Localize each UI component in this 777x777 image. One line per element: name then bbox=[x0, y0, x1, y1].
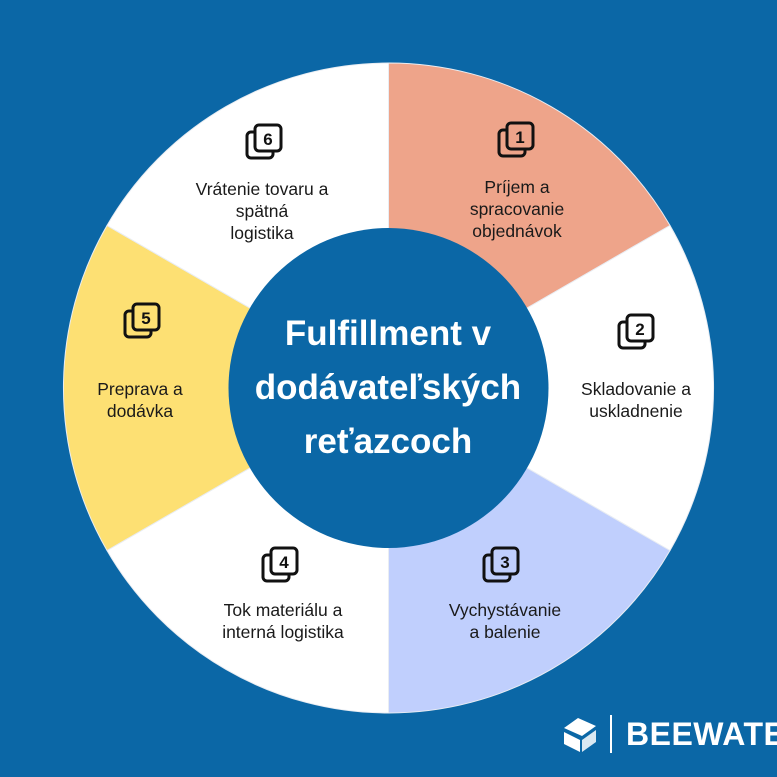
center-title-line-1: Fulfillment v bbox=[284, 314, 492, 353]
logo-wordmark: BEEWATEC bbox=[626, 715, 777, 752]
number-badge-icon: 3 bbox=[482, 546, 520, 583]
beewatec-logo: BEEWATEC bbox=[560, 712, 777, 756]
number-badge-icon: 6 bbox=[245, 123, 283, 160]
segment-label-line: Vychystávanie bbox=[448, 600, 562, 620]
segment-label-line: Príjem a bbox=[484, 177, 550, 197]
segment-label-line: objednávok bbox=[472, 221, 562, 241]
segment-label-line: spracovanie bbox=[469, 199, 565, 219]
segment-label-line: Preprava a bbox=[97, 379, 183, 399]
icons-layer: 1 2 3 4 5 6 bbox=[123, 121, 655, 583]
segment-label-line: logistika bbox=[230, 223, 294, 243]
number-badge-icon: 5 bbox=[123, 302, 161, 339]
segment-number: 5 bbox=[141, 309, 150, 328]
segment-number: 6 bbox=[263, 130, 272, 149]
segment-2 bbox=[387, 224, 714, 552]
segment-number: 1 bbox=[515, 128, 524, 147]
segment-label-line: uskladnenie bbox=[589, 401, 683, 421]
number-badge-icon: 2 bbox=[617, 313, 655, 350]
segment-number: 4 bbox=[279, 553, 289, 572]
segment-number: 2 bbox=[635, 320, 644, 339]
segment-label-line: Tok materiálu a bbox=[223, 600, 343, 620]
center-circle bbox=[228, 228, 549, 548]
segment-label-line: Vrátenie tovaru a spätná bbox=[195, 179, 329, 221]
center-title-line-2: dodávateľských bbox=[254, 368, 522, 407]
segment-label-line: interná logistika bbox=[222, 622, 344, 642]
number-badge-icon: 1 bbox=[497, 121, 535, 158]
center-title-line-3: reťazcoch bbox=[303, 422, 473, 461]
segment-label-line: dodávka bbox=[106, 401, 174, 421]
segment-label-line: a balenie bbox=[469, 622, 541, 642]
logo-divider bbox=[610, 715, 612, 753]
segment-label-line: Skladovanie a bbox=[581, 379, 691, 399]
segment-number: 3 bbox=[500, 553, 509, 572]
beewatec-cube-logo-icon bbox=[564, 718, 596, 752]
number-badge-icon: 4 bbox=[261, 546, 299, 583]
center-title: Fulfillment v dodávateľských reťazcoch bbox=[228, 228, 548, 548]
